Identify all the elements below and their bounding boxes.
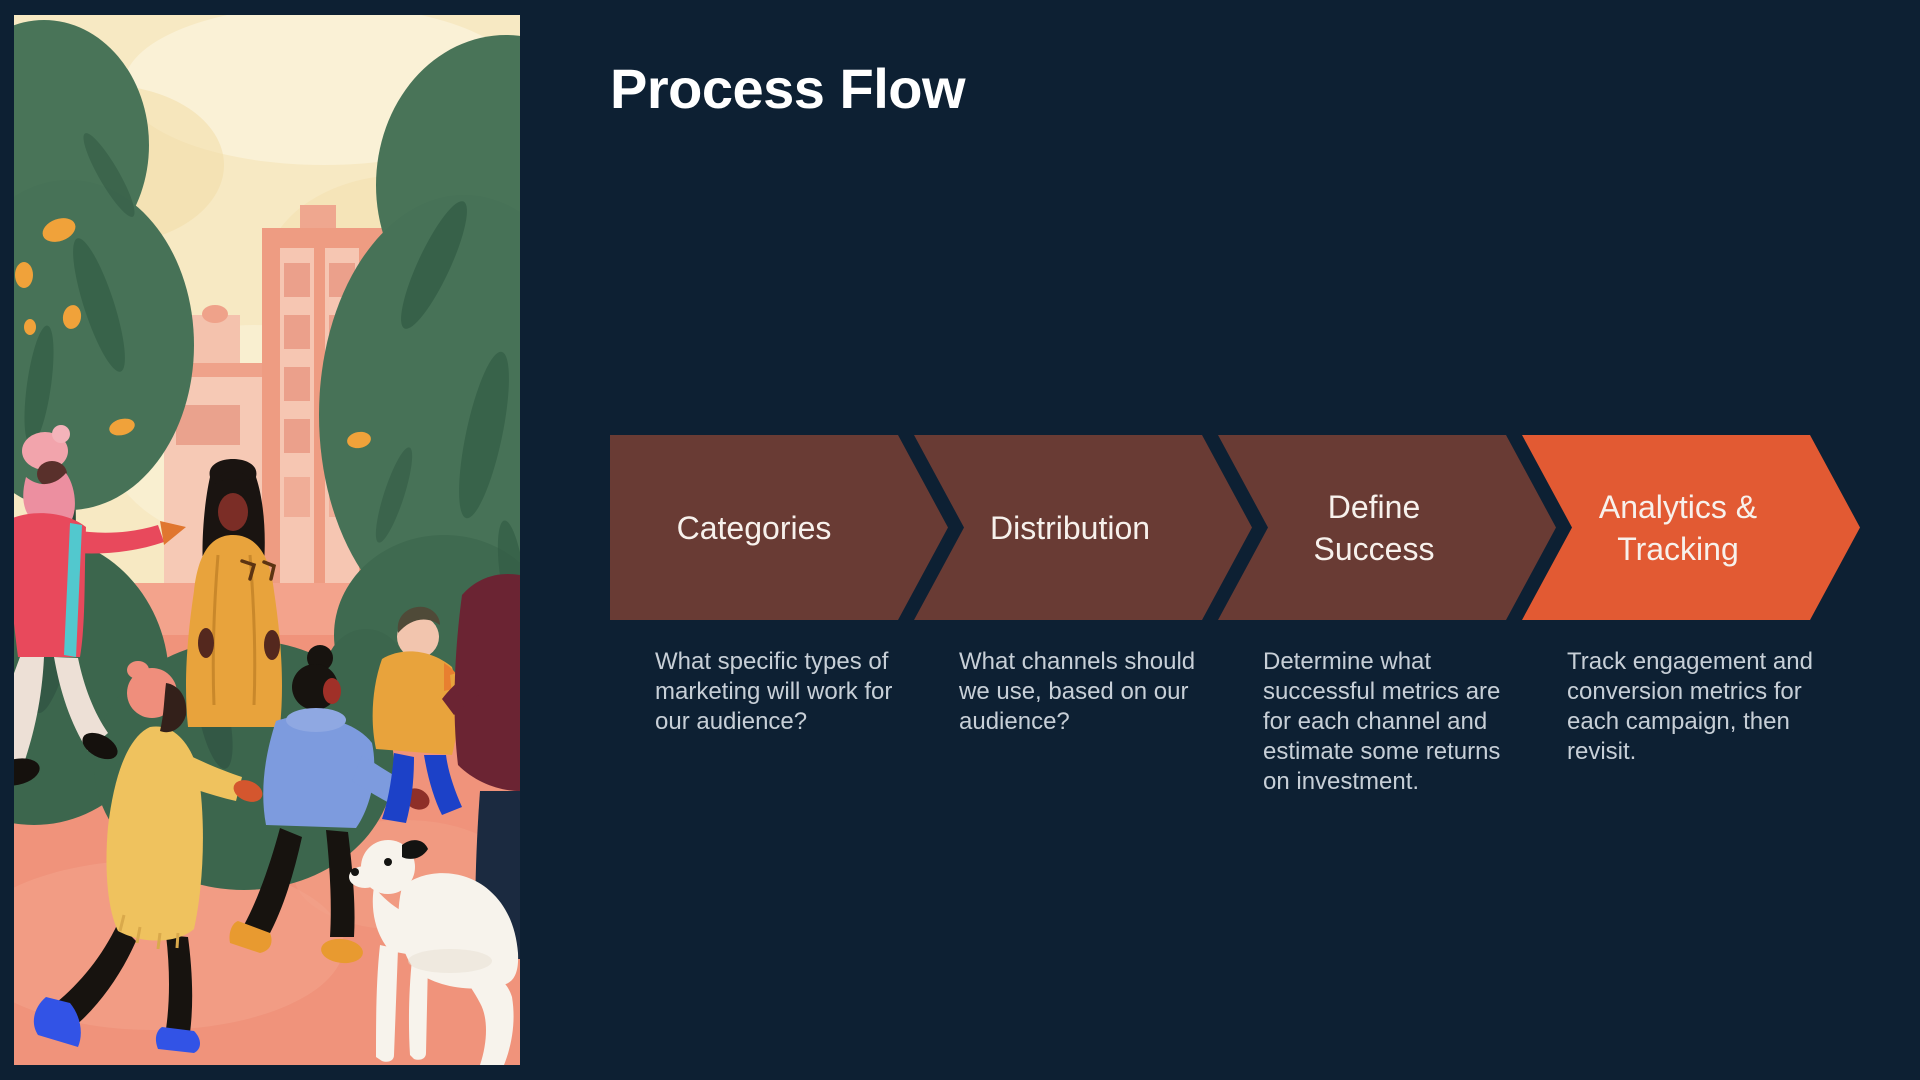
chevron-shape-step-3 [1218,435,1556,620]
chevron-shape-step-2 [914,435,1252,620]
step-descriptions: What specific types of marketing will wo… [610,647,1890,867]
page-title: Process Flow [610,57,966,120]
step-description-define-success: Determine what successful metrics are fo… [1263,648,1501,795]
park-scene-svg [14,15,520,1065]
chevron-arrows [610,435,1860,620]
step-label-analytics-tracking: Analytics &Tracking [1598,488,1758,567]
person-yellow-coat [33,661,263,1053]
chevron-shape-step-4 [1522,435,1860,620]
park-scene-illustration [14,15,520,1065]
orange-leaves [15,218,371,449]
step-label-categories: Categories [676,509,832,546]
step-description-distribution: What channels should we use, based on ou… [959,648,1196,735]
chevron-shape-step-1 [610,435,948,620]
step-description-analytics-tracking: Track engagement and conversion metrics … [1567,648,1813,765]
step-description-categories: What specific types of marketing will wo… [655,648,893,735]
person-mustard-coat [186,459,282,727]
white-dog [349,840,519,1065]
step-label-distribution: Distribution [989,509,1151,546]
person-red-coat [14,425,186,786]
